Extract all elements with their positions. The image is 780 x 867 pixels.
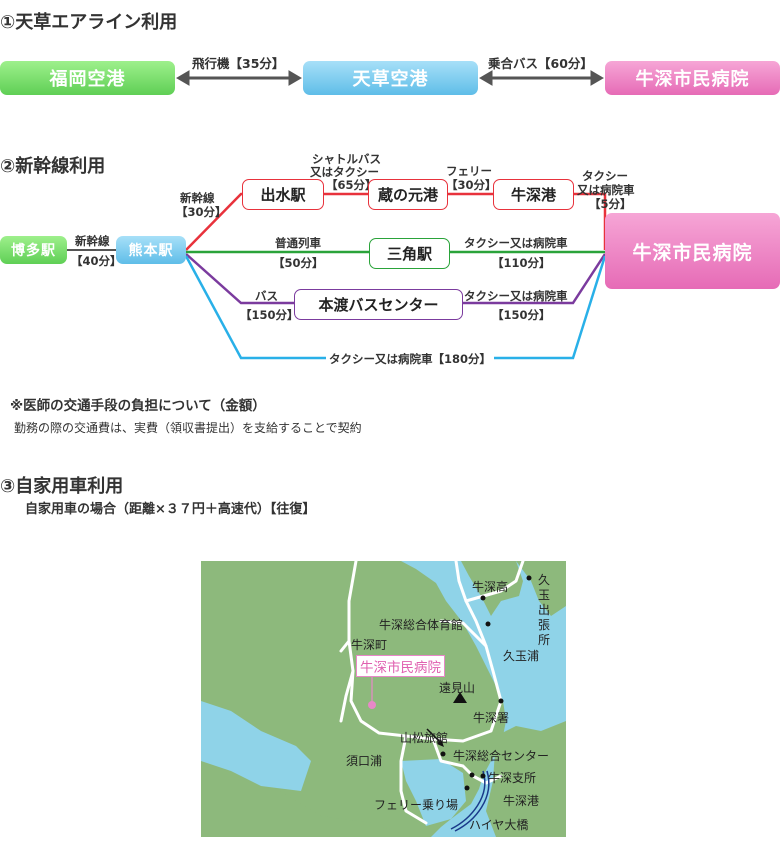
bus-label: 乗合バス【60分】	[488, 56, 593, 71]
map-label-center: 牛深総合センター	[453, 749, 550, 763]
map-label-suguchi: 須口浦	[346, 754, 383, 768]
purple-taxi-label1: タクシー又は病院車	[464, 289, 568, 303]
shinkansen-label: 新幹線	[75, 234, 110, 248]
map-label-branch: 牛深支所	[488, 771, 537, 785]
map-label-haiya-bridge: ハイヤ大橋	[469, 818, 529, 832]
taxi-red-label3: 【5分】	[589, 197, 632, 211]
flight-label: 飛行機【35分】	[192, 56, 285, 71]
ryokan-pointer-head	[437, 739, 444, 747]
map-label-ushibuka-high: 牛深高	[472, 580, 509, 594]
map-label-tama: 玉	[538, 588, 551, 602]
map-sea-suguchi	[201, 701, 311, 791]
shuttle-label3: 【65分】	[326, 178, 377, 192]
map-land-ne	[516, 561, 566, 616]
map-label-police: 牛深署	[473, 711, 510, 725]
green-taxi-label1: タクシー又は病院車	[464, 236, 568, 250]
hospital-box-main: 牛深市民病院	[605, 213, 780, 289]
mountain-icon	[453, 692, 467, 703]
ryokan-pointer	[426, 728, 442, 744]
misumi-station-box: 三角駅	[369, 238, 450, 269]
note-body: 勤務の際の交通費は、実費（領収書提出）を支給することで契約	[14, 421, 362, 435]
map-sea-port	[401, 759, 466, 826]
izumi-station-box: 出水駅	[242, 179, 324, 210]
map-label-chou: 張	[538, 618, 551, 632]
map-land-west	[201, 561, 411, 837]
map-label-ferry: フェリー乗り場	[374, 798, 459, 812]
green-taxi-label2: 【110分】	[492, 256, 551, 270]
purple-label1: バス	[255, 289, 278, 303]
map-label-ushibuka-town: 牛深町	[351, 638, 388, 652]
section1-heading: ①天草エアライン利用	[0, 12, 178, 33]
shinkansen-time: 【40分】	[71, 254, 122, 268]
amakusa-airport-box: 天草空港	[303, 61, 478, 95]
ushibuka-port-box: 牛深港	[493, 179, 574, 210]
section1-arrows	[176, 70, 604, 86]
kumamoto-box: 熊本駅	[116, 236, 186, 264]
kuranomoto-port-box: 蔵の元港	[368, 179, 448, 210]
section3-subheading: 自家用車の場合（距離×３７円＋高速代）【往復】	[25, 502, 316, 517]
section2-heading: ②新幹線利用	[0, 156, 106, 177]
bus-arrow-left	[479, 70, 493, 86]
purple-taxi-label2: 【150分】	[492, 308, 551, 322]
map-label-de: 出	[538, 603, 551, 617]
green-label1: 普通列車	[275, 236, 321, 250]
bus-arrow-right	[590, 70, 604, 86]
map-label-sho: 所	[538, 633, 551, 647]
map-dots	[440, 575, 532, 791]
cyan-label: タクシー又は病院車【180分】	[326, 352, 495, 366]
map-label-ryokan: 山松旅館	[400, 731, 449, 745]
red-label2: 【30分】	[176, 205, 227, 219]
shuttle-label2: 又はタクシー	[310, 165, 379, 179]
map-label-port: 牛深港	[503, 794, 540, 808]
taxi-red-label2: 又は病院車	[577, 183, 635, 197]
section3-heading: ③自家用車利用	[0, 476, 124, 497]
fukuoka-airport-box: 福岡空港	[0, 61, 175, 95]
red-label1: 新幹線	[180, 191, 215, 205]
map-label-ku: 久	[538, 573, 551, 587]
map-label-tomiyama: 遠見山	[439, 681, 476, 695]
map-label-kutama-bay: 久玉浦	[503, 649, 540, 663]
hakata-box: 博多駅	[0, 236, 67, 264]
hondo-bus-center-box: 本渡バスセンター	[294, 289, 463, 320]
purple-label2: 【150分】	[240, 308, 299, 322]
ferry-label1: フェリー	[446, 164, 492, 178]
map-land-north	[461, 561, 523, 616]
green-label2: 【50分】	[273, 256, 324, 270]
taxi-red-label1: タクシー	[582, 169, 628, 183]
shuttle-label1: シャトルバス	[312, 152, 381, 166]
note-title: ※医師の交通手段の負担について（金額）	[10, 398, 266, 414]
ferry-label2: 【30分】	[446, 178, 497, 192]
hospital-dot-icon	[368, 701, 376, 709]
flight-arrow-right	[288, 70, 302, 86]
map-graphic	[201, 561, 566, 837]
map-hospital-label: 牛深市民病院	[356, 655, 445, 677]
flight-arrow-left	[176, 70, 190, 86]
map: 牛深市民病院 牛深高 久 玉 出 張 所 牛深総合体育館 牛深町 久玉浦 遠見山…	[201, 561, 566, 837]
hospital-box-top: 牛深市民病院	[605, 61, 780, 95]
map-land-se	[486, 721, 566, 837]
map-label-gym: 牛深総合体育館	[379, 618, 464, 632]
